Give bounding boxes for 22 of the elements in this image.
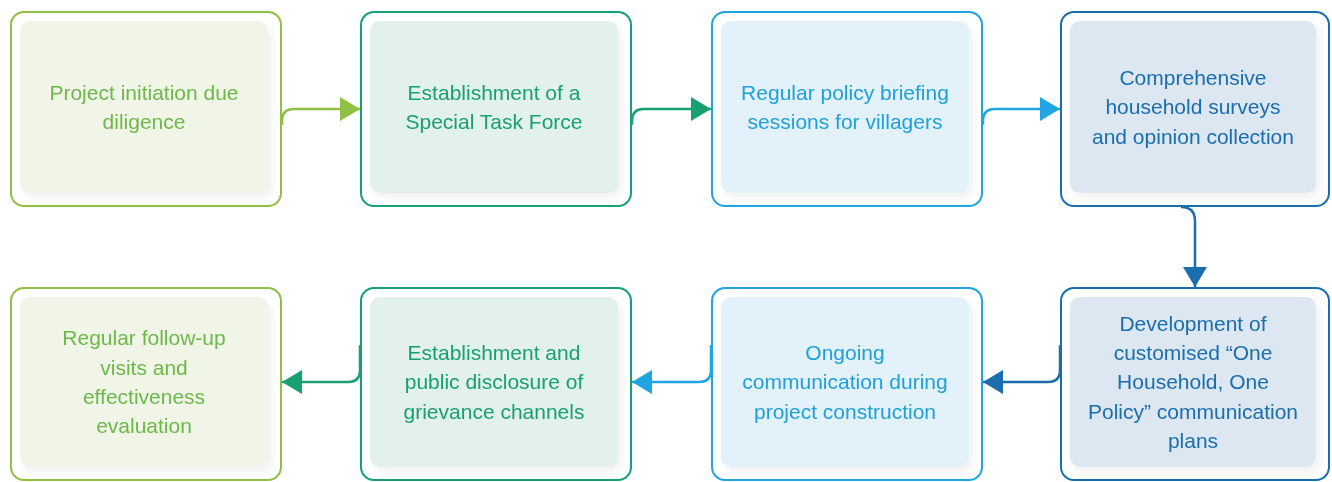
process-box (1060, 11, 1330, 207)
arrow (630, 97, 711, 125)
step-text: Establishment and public disclosure of grievance channels (402, 339, 586, 425)
process-box (711, 287, 983, 481)
step-text: Development of customised “One Household, One Policy” communication plans (1086, 310, 1300, 455)
process-box (711, 11, 983, 207)
step-text: Establishment of a Special Task Force (404, 79, 584, 135)
process-box (360, 287, 632, 481)
arrow (282, 345, 362, 395)
step-text: Ongoing communication during project construction (741, 339, 949, 425)
process-box (1060, 287, 1330, 481)
arrow (280, 97, 360, 125)
step-text: Regular policy briefing sessions for villagers (740, 79, 950, 135)
arrow (983, 345, 1062, 395)
arrow (632, 345, 713, 395)
arrow (981, 97, 1060, 125)
step-text: Regular follow-up visits and effectiveness evaluation (61, 325, 227, 440)
step-text: Comprehensive household surveys and opinion collection (1091, 64, 1295, 150)
process-box (10, 287, 282, 481)
process-box (360, 11, 632, 207)
step-text: Project initiation due diligence (48, 79, 240, 135)
process-box (10, 11, 282, 207)
